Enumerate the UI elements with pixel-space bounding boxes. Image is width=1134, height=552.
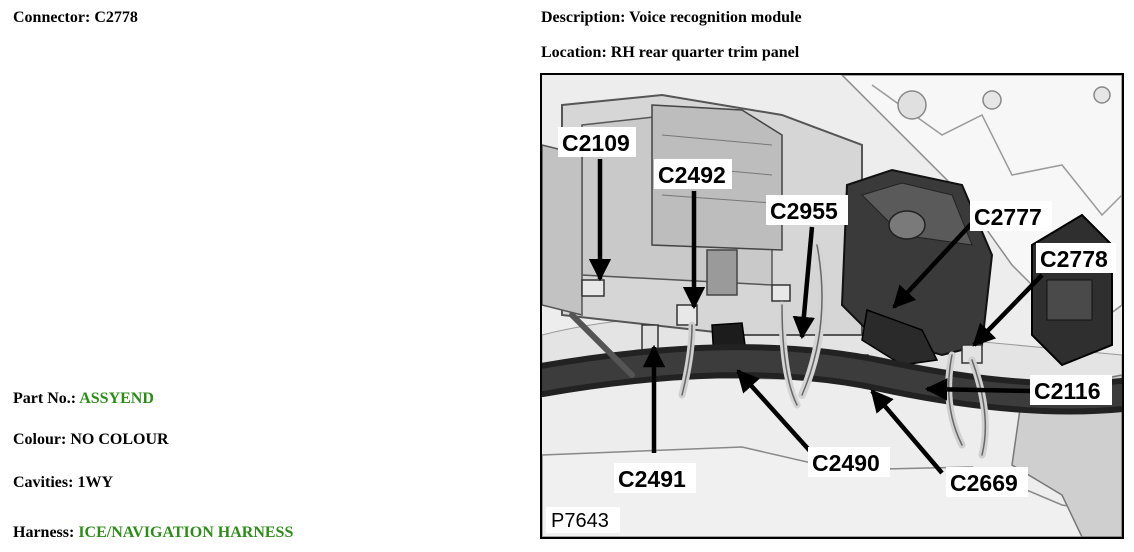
harness-label: Harness: xyxy=(13,524,75,541)
part-number-label: Part No.: xyxy=(13,390,77,407)
callout-c2777: C2777 xyxy=(974,204,1042,230)
harness-value: ICE/NAVIGATION HARNESS xyxy=(78,524,294,541)
part-number-field: Part No.: ASSYEND xyxy=(13,390,154,408)
description-value: Voice recognition module xyxy=(629,9,802,26)
callout-labels: C2109 C2492 C2955 C2777 C2778 C2116 C266… xyxy=(558,127,1116,497)
callout-c2109: C2109 xyxy=(562,130,630,156)
component-illustration: C2109 C2492 C2955 C2777 C2778 C2116 C266… xyxy=(542,75,1122,537)
part-number-value: ASSYEND xyxy=(79,390,154,407)
callout-c2669: C2669 xyxy=(950,470,1018,496)
cavities-field: Cavities: 1WY xyxy=(13,474,113,492)
connector-location-figure: C2109 C2492 C2955 C2777 C2778 C2116 C266… xyxy=(540,73,1124,539)
callout-c2778: C2778 xyxy=(1040,246,1108,272)
module-bracket xyxy=(542,93,863,336)
side-bracket xyxy=(1031,213,1113,367)
colour-value: NO COLOUR xyxy=(70,431,169,448)
callout-c2490: C2490 xyxy=(812,450,880,476)
callout-arrows xyxy=(588,159,1044,475)
description-field: Description: Voice recognition module xyxy=(541,9,802,27)
cavities-label: Cavities: xyxy=(13,474,74,491)
connector-label: Connector: xyxy=(13,9,91,26)
callout-c2116: C2116 xyxy=(1034,378,1101,404)
harness-field: Harness: ICE/NAVIGATION HARNESS xyxy=(13,524,293,542)
callout-c2955: C2955 xyxy=(770,198,838,224)
callout-c2491: C2491 xyxy=(618,466,686,492)
callout-c2492: C2492 xyxy=(658,162,726,188)
connector-field: Connector: C2778 xyxy=(13,9,138,27)
voice-module xyxy=(840,168,994,366)
connector-value: C2778 xyxy=(94,9,138,26)
description-label: Description: xyxy=(541,9,626,26)
colour-field: Colour: NO COLOUR xyxy=(13,431,169,449)
figure-id-box xyxy=(546,507,620,533)
colour-label: Colour: xyxy=(13,431,67,448)
figure-id: P7643 xyxy=(551,510,609,532)
cavities-value: 1WY xyxy=(77,474,113,491)
location-label: Location: xyxy=(541,44,607,61)
location-field: Location: RH rear quarter trim panel xyxy=(541,44,799,62)
location-value: RH rear quarter trim panel xyxy=(610,44,800,61)
